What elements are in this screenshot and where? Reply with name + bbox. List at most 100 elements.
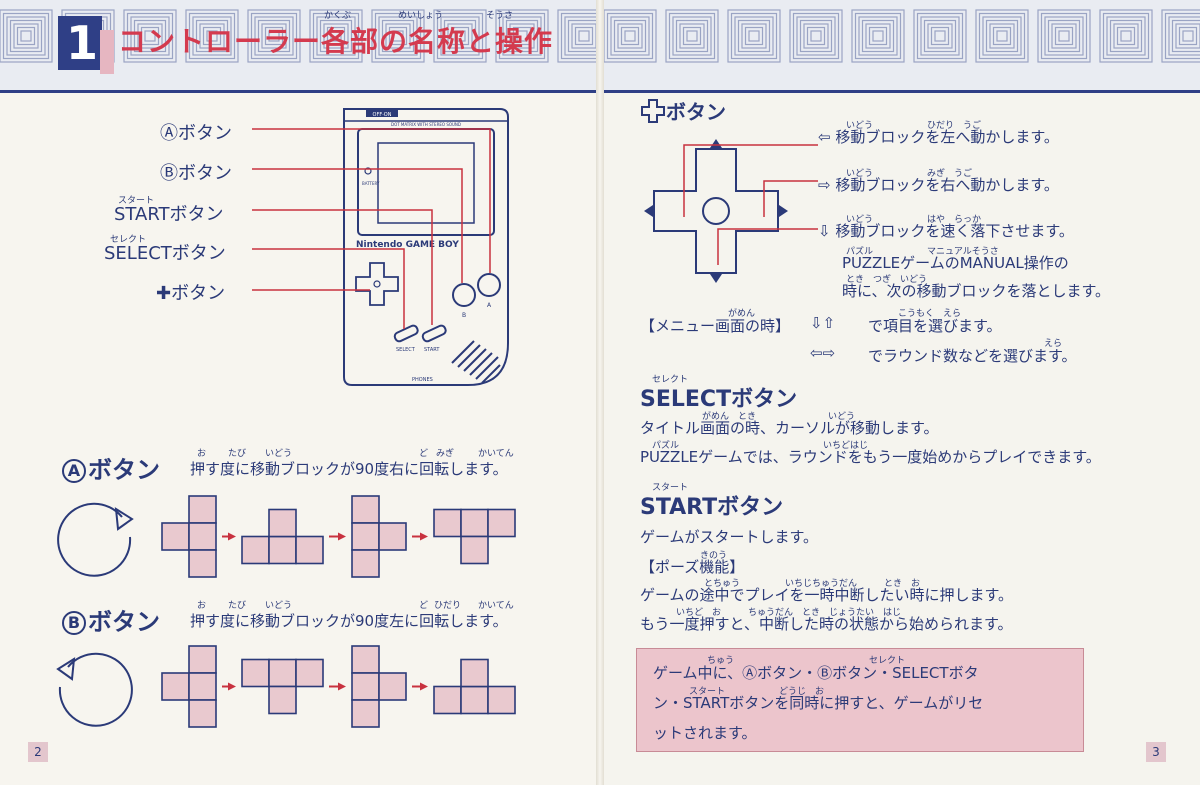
tetromino-cell [487, 685, 516, 715]
header-pattern-square [443, 19, 477, 53]
select-line1-ruby: がめん とき いどう [702, 412, 856, 422]
header-pattern-square [195, 19, 229, 53]
header-pattern-square [140, 26, 160, 46]
header-pattern-square [202, 26, 222, 46]
header-pattern-square [309, 9, 363, 63]
diagram-a-button [477, 273, 501, 297]
header-pattern-square [803, 23, 829, 49]
header-pattern-square [123, 9, 177, 63]
tetromino-cell [268, 685, 297, 715]
header-pattern-square [454, 30, 466, 42]
start-line3: もう一度押すと、中断した時の状態から始められます。 [640, 615, 1013, 633]
chapter-number: 1 [66, 16, 99, 70]
dpad-down-text: 移動ブロックを速く落下させます。 [835, 222, 1074, 240]
header-pattern-square [927, 23, 953, 49]
header-pattern-square [254, 16, 294, 56]
b-ruby-1: お [197, 601, 207, 611]
header-pattern-square [858, 16, 898, 56]
header-pattern-square [1178, 26, 1198, 46]
tetromino-cell [188, 699, 217, 728]
tetromino-cell [188, 672, 217, 701]
page-title: コントローラー各部の名称と操作 [118, 25, 554, 58]
menu-leftright-desc: でラウンド数などを選びます。 [868, 347, 1077, 365]
tetromino-cell [351, 522, 380, 551]
note-line1: ゲーム中に、Ⓐボタン・Ⓑボタン・SELECTボタ [653, 664, 979, 682]
page-number-left: 2 [28, 742, 48, 762]
header-pattern-square [865, 23, 891, 49]
header-pattern-square [923, 19, 957, 53]
dpad-puzzle2-ruby: とき つぎ いどう [846, 275, 928, 285]
dpad-down-desc: ⇩ 移動ブロックを速く落下させます。 [818, 222, 1074, 240]
header-pattern-square [610, 16, 650, 56]
header-pattern-square [682, 26, 702, 46]
header-pattern-square [1051, 23, 1077, 49]
header-pattern-square [450, 26, 470, 46]
tetromino-cell [295, 658, 324, 688]
header-pattern-square [137, 23, 163, 49]
callout-leaders [252, 128, 491, 329]
header-pattern-square [560, 12, 600, 60]
menu-item-ruby: こうもく えら [898, 309, 962, 319]
callout-select-button: SELECTボタン [104, 243, 226, 264]
pause-label: 【ポーズ機能】 [640, 558, 745, 576]
dpad-right-text: 移動ブロックを右へ動かします。 [835, 176, 1059, 194]
dpad-diagram [644, 139, 818, 283]
header-pattern-square [144, 30, 156, 42]
header-pattern-square [737, 19, 771, 53]
header-pattern-square [934, 30, 946, 42]
power-switch [366, 109, 398, 117]
header-pattern-square [796, 16, 836, 56]
menu-label: 【メニュー画面の時】 [640, 317, 791, 335]
sequence-arrow-head [420, 682, 428, 691]
header-pattern-square [930, 26, 950, 46]
dpad-puzzle-ruby: パズル マニュアルそうさ [846, 247, 999, 257]
title-ruby-1: かくぶ [324, 11, 352, 21]
menu-updown-arrows-icon: ⇩⇧ [810, 314, 836, 332]
header-pattern-square [567, 19, 600, 53]
header-pattern-square [741, 23, 767, 49]
header-pattern-square [0, 9, 53, 63]
header-pattern-square [130, 16, 170, 56]
sequence-arrow-head [228, 532, 236, 541]
header-pattern-square [385, 23, 411, 49]
header-pattern-square [126, 12, 174, 60]
b-button-title: ボタン [88, 608, 160, 636]
header-pattern-square [261, 23, 287, 49]
header-rule-right [604, 90, 1200, 93]
header-pattern-square [1106, 16, 1146, 56]
chapter-number-box: 1 [58, 16, 114, 74]
header-pattern-square [1116, 26, 1136, 46]
header-pattern-square [516, 30, 528, 42]
menu-updown-desc: で項目を選びます。 [868, 317, 1002, 335]
gameboy-body [343, 108, 509, 386]
diagram-start-button [421, 324, 447, 343]
header-pattern-square [371, 9, 425, 63]
header-pattern-square [374, 12, 422, 60]
dpad-puzzle-line2: 時に、次の移動ブロックを落とします。 [842, 282, 1111, 300]
header-pattern-square [268, 30, 280, 42]
header-pattern-square [498, 12, 546, 60]
dpad-center [373, 280, 381, 288]
tetromino-cell [433, 508, 462, 538]
b-circle-icon: B [62, 611, 86, 635]
b-rotation-sequence [161, 645, 516, 728]
header-pattern-square [620, 26, 640, 46]
header-pattern-square [250, 12, 298, 60]
dpad-left-text: 移動ブロックを左へ動かします。 [835, 128, 1059, 146]
header-pattern-square [730, 12, 778, 60]
header-pattern-square [557, 9, 600, 63]
tetromino-cell [268, 658, 297, 688]
select-line2: PUZZLEゲームでは、ラウンドをもう一度始めからプレイできます。 [640, 448, 1101, 466]
header-pattern-square [512, 26, 532, 46]
start-heading-ruby: スタート [652, 483, 689, 493]
header-pattern-square [851, 9, 905, 63]
dpad-cross [653, 148, 779, 274]
header-pattern-square [679, 23, 705, 49]
diagram-b-button [452, 283, 476, 307]
tetromino-cell [161, 672, 190, 701]
header-pattern-square [1102, 12, 1150, 60]
start-line2: ゲームの途中でプレイを一時中断したい時に押します。 [640, 586, 1014, 604]
a-button-title: ボタン [88, 456, 160, 484]
a-ruby-3: いどう [265, 449, 293, 459]
